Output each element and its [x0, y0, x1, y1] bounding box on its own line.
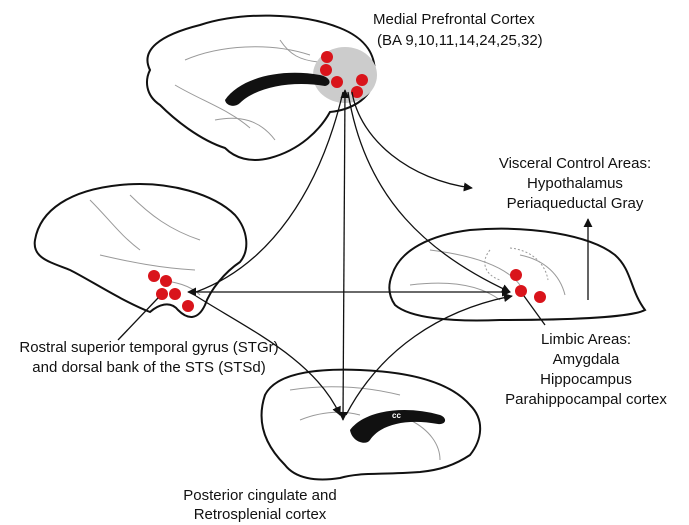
pcc-label-line1: Posterior cingulate and — [160, 486, 360, 505]
site-marker — [534, 291, 546, 303]
mpfc-title: Medial Prefrontal Cortex — [373, 10, 535, 29]
site-marker — [510, 269, 522, 281]
brain-medial-top: cc — [147, 16, 377, 160]
limbic-title: Limbic Areas: — [484, 330, 688, 349]
visceral-hypothalamus: Hypothalamus — [470, 174, 680, 193]
brain-section-right — [389, 229, 645, 321]
cc-label-top: cc — [266, 66, 275, 75]
site-marker — [321, 51, 333, 63]
pcc-label-line2: Retrosplenial cortex — [160, 505, 360, 524]
brain-lateral-left — [35, 184, 247, 317]
visceral-title: Visceral Control Areas: — [470, 154, 680, 173]
visceral-pag: Periaqueductal Gray — [470, 194, 680, 213]
site-marker — [182, 300, 194, 312]
site-marker — [148, 270, 160, 282]
site-marker — [169, 288, 181, 300]
site-marker — [331, 76, 343, 88]
limbic-hippocampus: Hippocampus — [484, 370, 688, 389]
stg-label-line2: and dorsal bank of the STS (STSd) — [4, 358, 294, 377]
mpfc-areas: (BA 9,10,11,14,24,25,32) — [377, 31, 543, 50]
brain-left-outline — [35, 184, 247, 317]
arrow-mpfc-visceral — [352, 92, 472, 188]
brain-medial-bottom: cc — [262, 370, 481, 480]
limbic-amygdala: Amygdala — [484, 350, 688, 369]
limbic-parahippocampal: Parahippocampal cortex — [484, 390, 688, 409]
site-marker — [356, 74, 368, 86]
site-marker — [160, 275, 172, 287]
site-marker — [515, 285, 527, 297]
site-marker — [320, 64, 332, 76]
cc-label-bottom: cc — [392, 411, 401, 420]
stg-label-line1: Rostral superior temporal gyrus (STGr) — [4, 338, 294, 357]
